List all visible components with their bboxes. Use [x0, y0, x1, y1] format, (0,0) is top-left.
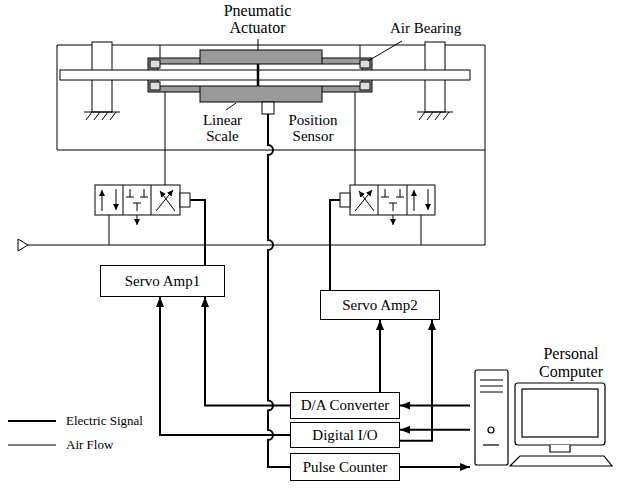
signal-connector: [400, 466, 470, 468]
air-bearing: [360, 82, 370, 90]
part-label: Pneumatic Actuator: [205, 2, 310, 37]
signal-connector: [400, 429, 470, 431]
legend-item: Air Flow: [4, 436, 113, 454]
leader-line: [368, 41, 402, 61]
signal-connector: [205, 297, 290, 406]
power-button: [488, 427, 494, 433]
valve-divider: [123, 185, 151, 215]
valve-body: [95, 185, 180, 215]
valve-body: [350, 185, 435, 215]
legend-sample: [4, 412, 60, 430]
computer-label: Personal Computer: [526, 345, 616, 380]
process-box: D/A Converter: [290, 392, 400, 419]
valve-block: [126, 189, 148, 211]
box-label: Pulse Counter: [303, 459, 388, 476]
legend-text: Electric Signal: [66, 412, 143, 430]
signal-connector: [160, 297, 290, 435]
exhaust-arrow: [393, 215, 394, 225]
keyboard: [510, 456, 612, 466]
legend-line-sample: [8, 420, 56, 422]
valve-flow-arrow: [428, 189, 429, 210]
ground-hatch: [417, 112, 453, 120]
legend-text: Air Flow: [66, 436, 113, 454]
box-label: Digital I/O: [312, 427, 377, 444]
electric-wire: [190, 200, 205, 265]
air-supply-symbol: [18, 239, 28, 251]
air-line: [160, 45, 161, 58]
solenoid: [340, 193, 350, 207]
air-line: [109, 215, 110, 245]
leader-line: [258, 39, 259, 50]
legend-item: Electric Signal: [4, 412, 143, 430]
process-box: Servo Amp1: [100, 265, 225, 297]
air-line: [421, 215, 422, 245]
box-label: Servo Amp1: [125, 273, 200, 290]
box-label: Servo Amp2: [342, 297, 417, 314]
solenoid: [180, 193, 190, 207]
valve-divider: [378, 185, 407, 215]
part-label: Position Sensor: [278, 112, 348, 144]
air-line: [28, 45, 485, 245]
label-holder: Pneumatic Actuator: [205, 2, 310, 37]
electric-wire: [330, 200, 340, 290]
process-box: Pulse Counter: [290, 453, 400, 481]
monitor-screen: [522, 389, 598, 437]
drive-bay: [480, 380, 503, 392]
piston-rod: [60, 70, 470, 80]
legend-sample: [4, 436, 60, 454]
process-box: Digital I/O: [290, 422, 400, 448]
valve-flow-arrow: [102, 190, 103, 211]
air-line: [57, 150, 485, 151]
leader-line: [226, 103, 236, 110]
valve-flow-arrow: [355, 190, 372, 211]
valve-flow-arrow: [160, 191, 175, 211]
valve-flow-arrow: [116, 189, 117, 210]
air-line: [355, 92, 356, 185]
valve-flow-arrow: [156, 190, 173, 211]
air-bearing: [150, 60, 160, 68]
box-label: D/A Converter: [301, 397, 390, 414]
process-box: Servo Amp2: [320, 290, 440, 320]
valve-block: [381, 189, 404, 211]
valve-flow-arrow: [359, 191, 374, 211]
part-label: Linear Scale: [195, 112, 250, 144]
signal-connector: [379, 320, 381, 392]
label-holder: Air Bearing: [390, 20, 461, 36]
piston: [257, 64, 260, 86]
computer-node: Personal Computer: [470, 345, 616, 470]
tower-detail: [483, 444, 499, 445]
label-holder: Position Sensor: [278, 112, 348, 144]
exhaust-arrow: [137, 215, 138, 225]
signal-connector: [400, 320, 432, 441]
air-line: [360, 45, 361, 58]
part-label: Air Bearing: [390, 20, 461, 36]
ground-hatch: [84, 112, 120, 120]
computer-tower: [475, 370, 508, 465]
legend-line-sample: [8, 445, 56, 446]
valve-flow-arrow: [414, 190, 415, 211]
signal-connector: [400, 405, 470, 407]
air-line: [165, 92, 166, 185]
monitor-frame: [515, 383, 605, 445]
air-bearing: [150, 82, 160, 90]
position-sensor-head: [262, 102, 274, 114]
label-holder: Linear Scale: [195, 112, 250, 144]
monitor-stand: [550, 445, 570, 452]
electric-wire: [268, 114, 290, 467]
